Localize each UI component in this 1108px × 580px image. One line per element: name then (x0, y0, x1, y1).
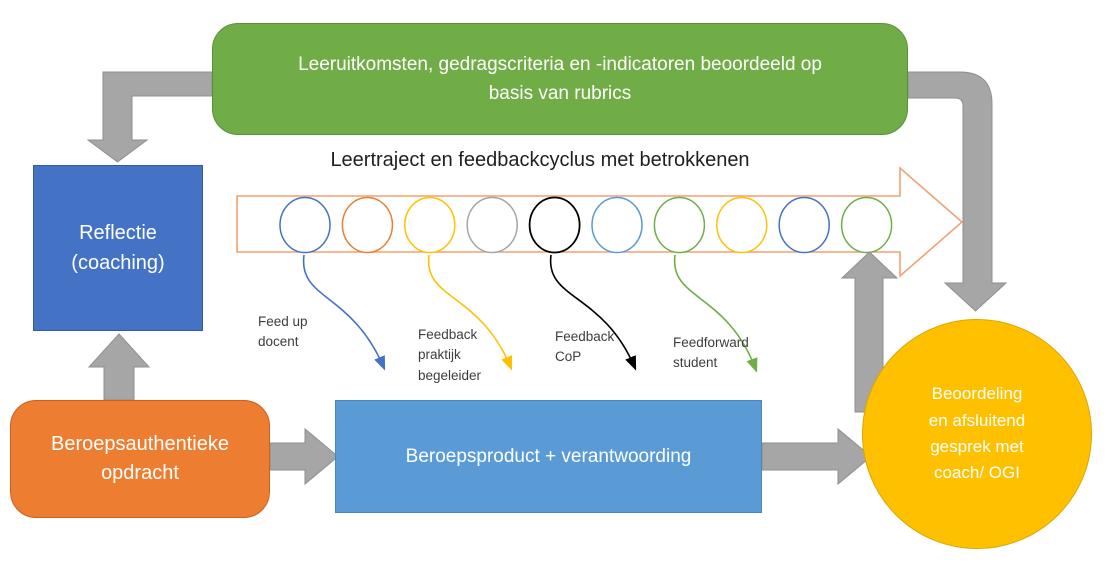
node-beroepsauthentieke-opdracht: Beroepsauthentieke opdracht (10, 400, 270, 518)
feedback-cycle-band-arrow (236, 166, 964, 278)
annotation-feed-up-docent: Feed up docent (258, 314, 308, 350)
node-leeruitkomsten: Leeruitkomsten, gedragscriteria en -indi… (212, 23, 908, 135)
node-beoordeling: Beoordeling en afsluitend gesprek met co… (862, 319, 1092, 549)
arrow-outcomes-to-assessment (907, 71, 1008, 312)
feedup-curve (302, 254, 386, 371)
cycle-circle (341, 196, 394, 254)
cycle-circle (778, 196, 830, 254)
cycle-circles (279, 196, 893, 254)
node-beroepsproduct: Beroepsproduct + verantwoording (335, 400, 762, 513)
node-leeruitkomsten-label: Leeruitkomsten, gedragscriteria en -indi… (298, 53, 822, 104)
node-beroepsproduct-label: Beroepsproduct + verantwoording (405, 445, 692, 467)
cycle-circle (279, 196, 331, 254)
cycle-circle (591, 196, 643, 254)
arrow-assignment-to-product (269, 427, 339, 486)
node-beoordeling-label: Beoordeling en afsluitend gesprek met co… (928, 384, 1026, 483)
node-reflectie-label: Reflectie (coaching) (71, 222, 165, 274)
node-reflectie: Reflectie (coaching) (33, 165, 203, 331)
cycle-title: Leertraject en feedbackcyclus met betrok… (330, 149, 750, 171)
annotation-feedforward-student: Feedforward student (673, 335, 749, 371)
cycle-circle (528, 196, 581, 254)
annotation-feedback-praktijk-begeleider: Feedback praktijk begeleider (418, 327, 482, 383)
arrow-assignment-to-reflection (87, 333, 151, 401)
arrow-product-to-assessment (761, 427, 872, 486)
cycle-circle (404, 196, 456, 254)
cycle-circle (653, 196, 706, 254)
cycle-circle (466, 196, 518, 254)
cycle-circle (716, 196, 768, 254)
node-beroepsauthentieke-opdracht-label: Beroepsauthentieke opdracht (51, 433, 229, 484)
arrow-outcomes-to-reflection (86, 71, 213, 163)
cycle-circle (840, 196, 893, 254)
annotation-feedback-cop: Feedback CoP (555, 329, 615, 365)
